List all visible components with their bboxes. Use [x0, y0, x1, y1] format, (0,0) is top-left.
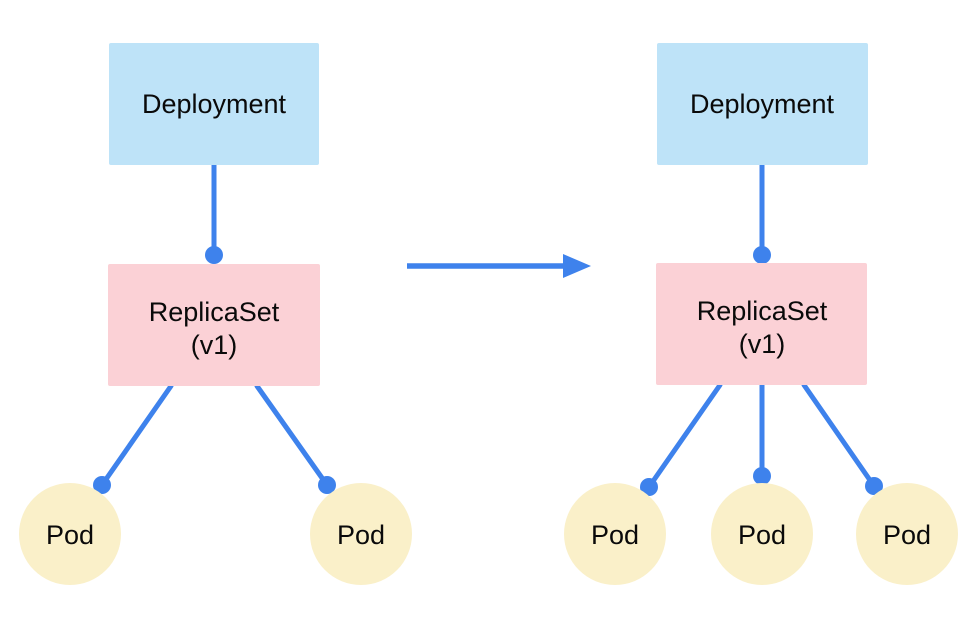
connector-replicaset-pod-1 — [646, 382, 723, 490]
connector-endpoint-dot — [205, 246, 223, 264]
arrow-head-icon — [563, 254, 591, 278]
pod-label-3: Pod — [883, 520, 931, 550]
pod-circle-1 — [564, 483, 666, 585]
connector-endpoint-dot — [318, 476, 336, 494]
pod-label-1: Pod — [591, 520, 639, 550]
deployment-label: Deployment — [690, 89, 835, 119]
replicaset-label: ReplicaSet — [697, 296, 828, 326]
pod-circle-1 — [19, 483, 121, 585]
connector-replicaset-pod-2 — [254, 383, 330, 488]
pod-label-2: Pod — [337, 520, 385, 550]
pod-circle-2 — [310, 483, 412, 585]
replicaset-box — [656, 263, 867, 385]
connector-replicaset-pod-1 — [99, 383, 174, 488]
deployment-box — [109, 43, 319, 165]
pod-label-1: Pod — [46, 520, 94, 550]
pod-circle-3 — [856, 483, 958, 585]
pod-label-2: Pod — [738, 520, 786, 550]
deployment-box — [657, 43, 868, 165]
connector-endpoint-dot — [640, 478, 658, 496]
deployment-label: Deployment — [142, 89, 287, 119]
before-diagram: Deployment ReplicaSet (v1) Pod Pod — [19, 43, 412, 585]
replicaset-box — [108, 264, 320, 386]
connector-endpoint-dot — [753, 467, 771, 485]
pod-circle-2 — [711, 483, 813, 585]
connector-endpoint-dot — [93, 476, 111, 494]
after-diagram: Deployment ReplicaSet (v1) Pod Pod Pod — [564, 43, 958, 585]
connector-endpoint-dot — [753, 246, 771, 264]
scale-transition-arrow — [407, 254, 591, 278]
replicaset-version-label: (v1) — [191, 330, 238, 360]
replicaset-label: ReplicaSet — [149, 297, 280, 327]
replicaset-version-label: (v1) — [739, 329, 786, 359]
connector-endpoint-dot — [865, 477, 883, 495]
connector-replicaset-pod-3 — [801, 382, 877, 489]
